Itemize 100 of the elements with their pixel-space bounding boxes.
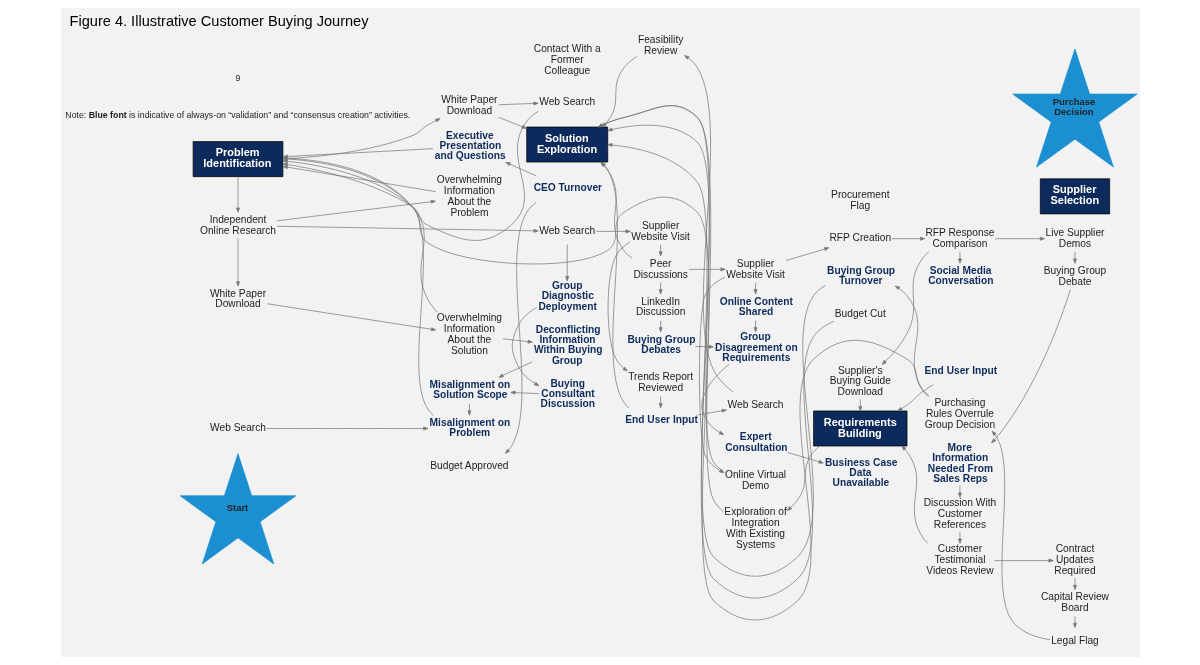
node-text: Online Virtual Demo [724,469,786,492]
node-text: Group Diagnostic Deployment [537,280,597,312]
node-text: End User Input [924,364,997,376]
node-text: Budget Approved [429,460,509,472]
diagram-title: Figure 4. Illustrative Customer Buying Journey [69,12,369,29]
node-text: Online Content Shared [719,295,793,317]
node-text: Buying Group Debate [1043,264,1106,287]
node-text: White Paper Download [209,287,266,310]
node-box: Requirements Building [812,410,907,447]
arrow [658,396,663,409]
arrow [282,157,438,313]
label: Note: Blue font is indicative of always-on “validation” and “consensus creation” activities. [64,110,410,121]
node-text: Contract Updates Required [1053,543,1096,577]
arrow [502,338,533,344]
arrow [658,320,663,333]
arrow [896,384,934,412]
node-text: Deconflicting Information Within Buying Group [533,324,602,366]
arrow [497,361,533,378]
arrow [994,236,1045,241]
node-text: Supplier's Buying Guide Download [829,364,891,398]
node-text: White Paper Download [440,94,497,117]
node-text: RFP Creation [828,232,891,244]
node-text: Trends Report Reviewed [627,371,693,394]
arrow [993,558,1054,563]
node-text: Buying Group Debates [626,333,695,355]
node-text: Supplier Website Visit [725,257,785,280]
node-text: Live Supplier Demos [1044,226,1104,249]
node-text: CEO Turnover [533,182,602,194]
arrow [1072,615,1077,628]
node-text: Group Disagreement on Requirements [714,331,798,363]
arrow [509,390,539,395]
node-text: Contact With a Former Colleague [533,42,601,76]
arrow [900,445,928,544]
node-text: Buying Consultant Discussion [540,378,595,410]
arrow [276,225,539,233]
node-text: Supplier Website Visit [630,219,690,242]
arrow [511,307,539,387]
node-text: Customer Testimonial Videos Review [925,543,994,577]
arrow [275,199,436,222]
node-text: More Information Needed From Sales Reps [927,442,993,484]
arrow [785,247,829,261]
arrow [881,251,929,365]
node-text: RFP Response Comparison [924,226,994,249]
arrow [497,117,527,129]
arrow [990,289,1071,444]
node-text: Procurement Flag [830,188,890,211]
node-text: Overwhelming Information About the Problem [436,174,502,219]
arrow [1072,251,1077,264]
arrow [957,531,962,544]
arrow [607,241,631,372]
arrow [235,176,240,213]
arrow [1072,577,1077,591]
arrow [688,267,726,272]
label: 9 [234,73,240,84]
node-text: End User Input [624,414,698,426]
node-text: Business Case Data Unavailable [824,456,897,489]
node-text: Independent Online Research [199,213,276,236]
node-text: Peer Discussions [632,257,688,280]
node-text: Buying Group Turnover [826,264,895,287]
arrow [601,56,637,128]
arrow [857,398,862,412]
arrow [786,445,820,511]
node-text: Social Media Conversation [927,264,993,287]
arrow [658,244,663,257]
arrow [698,276,725,474]
arrow [467,403,471,416]
arrow [700,364,729,435]
arrow [753,282,757,295]
arrow [957,485,962,498]
node-box: Solution Exploration [525,126,608,163]
node-text: Legal Flag [1050,634,1099,646]
node-text: Feasibility Review [637,34,683,57]
arrow [497,101,538,106]
arrow [266,303,436,332]
arrow [894,285,928,397]
node-text: Budget Cut [834,308,886,320]
node-text: Exploration of Integration With Existing Systems [723,505,787,550]
arrow [991,430,1050,641]
node-text: Executive Presentation and Questions [434,129,506,162]
node-text: Web Search [727,398,784,410]
arrow [753,320,757,333]
node-box: Problem Identification [192,141,283,177]
node-text: Web Search [538,95,595,107]
arrow [890,236,925,241]
node-text: Web Search [538,225,595,237]
node-text: Capital Review Board [1040,591,1109,614]
node-text: LinkedIn Discussion [635,295,685,318]
arrow [696,408,727,416]
node-text: Expert Consultation [724,431,788,453]
arrow [266,426,428,431]
arrow [564,244,569,282]
arrow [504,162,537,177]
arrow [957,251,962,264]
node-box: Supplier Selection [1039,178,1110,215]
arrow [658,282,663,295]
node-text: Discussion With Customer References [923,497,996,531]
arrow [282,165,436,192]
arrow [683,55,733,393]
node-text: Web Search [209,422,266,434]
arrow [595,229,631,234]
